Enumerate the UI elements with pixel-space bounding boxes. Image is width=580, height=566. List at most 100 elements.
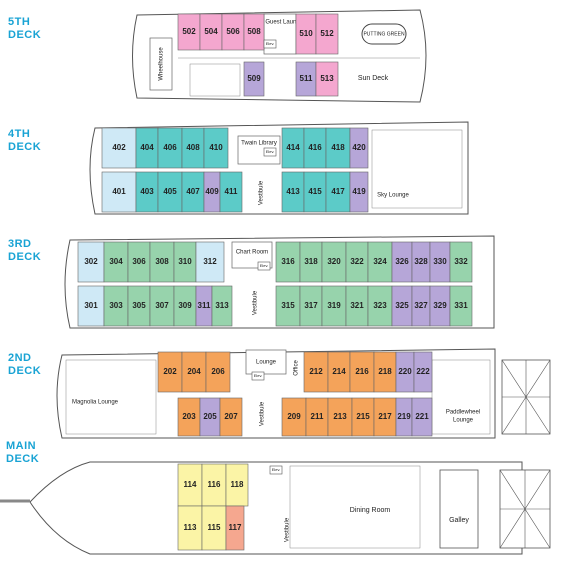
cabin-number: 327 — [414, 301, 428, 310]
elevator-box — [257, 261, 271, 271]
cabin-number: 311 — [198, 301, 211, 310]
cabin-508[interactable] — [243, 13, 265, 51]
cabin-number: 409 — [205, 187, 219, 196]
cabin-number: 513 — [320, 74, 334, 83]
paddlewheel-label-2: Lounge — [453, 418, 474, 424]
cabin-number: 320 — [327, 257, 341, 266]
cabin-number: 211 — [311, 412, 324, 421]
sky-lounge-label: Sky Lounge — [377, 193, 409, 199]
cabin-406[interactable] — [157, 127, 183, 169]
cabin-number: 316 — [281, 257, 295, 266]
cabin-number: 306 — [132, 257, 146, 266]
cabin-number: 318 — [304, 257, 318, 266]
deck-label-line1: MAIN — [6, 440, 37, 452]
cabin-216[interactable] — [349, 351, 375, 393]
cabin-number: 405 — [163, 187, 177, 196]
cabin-114[interactable] — [177, 463, 203, 507]
cabin-331[interactable] — [449, 285, 473, 327]
cabin-number: 115 — [208, 523, 221, 532]
elevator-label: Elev. — [266, 41, 275, 46]
deck-label-line2: DECK — [8, 29, 42, 41]
cabin-number: 404 — [140, 143, 154, 152]
cabin-number: 420 — [352, 143, 366, 152]
cabin-419[interactable] — [349, 171, 369, 213]
wheelhouse — [149, 37, 173, 91]
cabin-313[interactable] — [211, 285, 233, 327]
cabin-number: 312 — [203, 257, 217, 266]
cabin-number: 307 — [155, 301, 169, 310]
cabin-509[interactable] — [243, 61, 265, 97]
cabin-117[interactable] — [225, 505, 245, 551]
lounge-room — [245, 349, 287, 375]
elevator-box — [263, 39, 277, 49]
cabin-206[interactable] — [205, 351, 231, 393]
cabin-411[interactable] — [219, 171, 243, 213]
cabin-319[interactable] — [321, 285, 347, 327]
cabin-332[interactable] — [449, 241, 473, 283]
deck-label-line1: 3RD — [8, 238, 32, 250]
cabin-number: 303 — [109, 301, 123, 310]
cabin-number: 330 — [433, 257, 447, 266]
cabin-315[interactable] — [275, 285, 301, 327]
cabin-323[interactable] — [367, 285, 393, 327]
cabin-number: 406 — [163, 143, 177, 152]
cabin-number: 222 — [416, 367, 430, 376]
cabin-418[interactable] — [325, 127, 351, 169]
cabin-number: 411 — [225, 187, 238, 196]
deck-label-line2: DECK — [6, 453, 40, 465]
cabin-number: 305 — [132, 301, 146, 310]
cabin-307[interactable] — [149, 285, 175, 327]
cabin-number: 511 — [300, 74, 313, 83]
cabin-number: 408 — [186, 143, 200, 152]
cabin-316[interactable] — [275, 241, 301, 283]
cabin-number: 204 — [187, 367, 201, 376]
cabin-number: 216 — [355, 367, 369, 376]
cabin-512[interactable] — [315, 13, 339, 55]
cabin-number: 502 — [182, 27, 196, 36]
cabin-222[interactable] — [413, 351, 433, 393]
cabin-number: 206 — [211, 367, 225, 376]
cabin-number: 328 — [414, 257, 428, 266]
cabin-number: 215 — [356, 412, 370, 421]
elevator-label: Elev. — [266, 149, 275, 154]
cabin-302[interactable] — [77, 241, 105, 283]
lounge-label: Lounge — [256, 360, 277, 366]
cabin-202[interactable] — [157, 351, 183, 393]
cabin-213[interactable] — [327, 397, 353, 437]
deck-label-second: 2ND DECK — [8, 352, 41, 378]
cabin-number: 319 — [327, 301, 341, 310]
cabin-420[interactable] — [349, 127, 369, 169]
guest-laundry-label: Guest Laundry — [265, 20, 304, 26]
cabin-number: 512 — [320, 29, 334, 38]
cabin-number: 205 — [203, 412, 217, 421]
cabin-115[interactable] — [201, 505, 227, 551]
cabin-308[interactable] — [149, 241, 175, 283]
sun-deck-label: Sun Deck — [358, 75, 389, 82]
cabin-304[interactable] — [103, 241, 129, 283]
cabin-513[interactable] — [315, 61, 339, 97]
cabin-number: 313 — [215, 301, 229, 310]
putting-green-label: PUTTING GREEN — [363, 31, 405, 37]
cabin-number: 509 — [247, 74, 261, 83]
cabin-410[interactable] — [203, 127, 229, 169]
cabin-number: 322 — [350, 257, 364, 266]
cabin-405[interactable] — [157, 171, 183, 213]
cabin-207[interactable] — [219, 397, 243, 437]
cabin-204[interactable] — [181, 351, 207, 393]
cabin-113[interactable] — [177, 505, 203, 551]
galley — [439, 469, 479, 549]
deck-label-main: MAIN DECK — [6, 440, 39, 466]
cabin-221[interactable] — [411, 397, 433, 437]
cabin-number: 116 — [208, 480, 221, 489]
cabin-324[interactable] — [367, 241, 393, 283]
cabin-number: 419 — [352, 187, 366, 196]
stairs-fifth — [189, 63, 241, 97]
cabin-209[interactable] — [281, 397, 307, 437]
cabin-number: 207 — [224, 412, 238, 421]
cabin-303[interactable] — [103, 285, 129, 327]
cabin-312[interactable] — [195, 241, 225, 283]
cabin-number: 301 — [84, 301, 98, 310]
cabin-301[interactable] — [77, 285, 105, 327]
cabin-number: 418 — [331, 143, 345, 152]
